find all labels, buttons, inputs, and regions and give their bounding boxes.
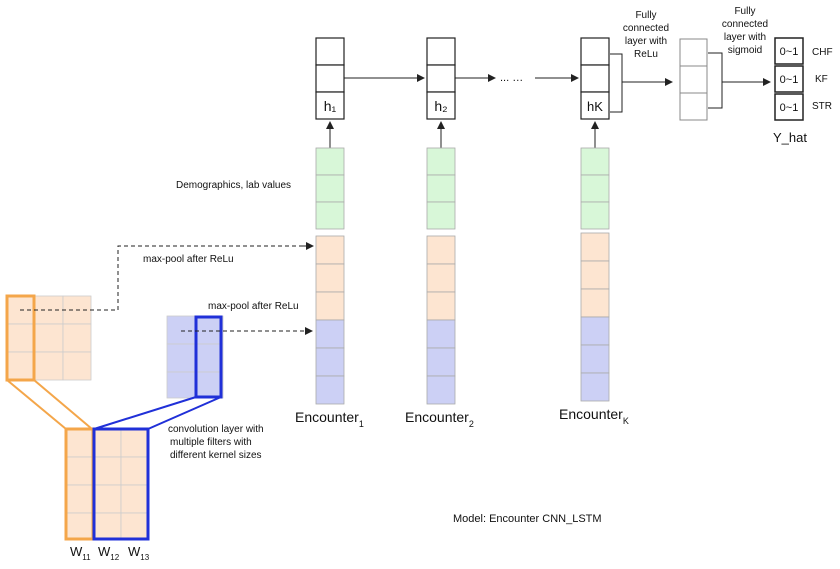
bracket-hk-to-fc [610,53,670,113]
hidden-state-hk: hK [587,99,603,114]
output-label-kf: KF [815,74,828,85]
lstm-cell-k: hK [580,37,610,120]
output-label-str: STR [812,101,832,112]
maxpool-label-top: max-pool after ReLu [143,254,234,265]
output-value-chf: 0~1 [780,46,799,58]
weight-w12-label: W12 [98,544,120,562]
conv-label-3: different kernel sizes [170,450,262,461]
output-value-str: 0~1 [780,102,799,114]
weight-w13-label: W13 [128,544,150,562]
hidden-state-h2: h₂ [434,98,447,114]
encounter-1-label: Encounter1 [295,409,364,429]
fc-sigmoid-label-4: sigmoid [728,45,762,56]
fc-sigmoid-label-3: layer with [724,32,766,43]
input-matrix [5,294,92,382]
demographics-label: Demographics, lab values [176,180,291,191]
fc-relu-label-4: ReLu [634,49,658,60]
output-label-chf: CHF [812,47,833,58]
bracket-fc-to-output [708,52,765,109]
conv-label-2: multiple filters with [170,437,252,448]
maxpool-arrow-top [20,245,310,311]
encounter-column-2 [426,147,456,405]
weight-matrices [64,427,150,541]
weight-w11-label: W11 [70,544,91,562]
lstm-cell-1: h₁ [315,37,345,120]
encounter-2-label: Encounter2 [405,409,474,429]
encounter-column-1 [315,147,345,405]
lstm-cell-2: h₂ [426,37,456,120]
fc-relu-label-3: layer with [625,36,667,47]
y-hat-label: Y_hat [773,130,807,145]
lstm-ellipsis: ... … [500,72,523,84]
fc-relu-label-2: connected [623,23,669,34]
conv-output-matrix [166,315,224,399]
output-layer: 0~1 0~1 0~1 CHF KF STR [774,37,833,121]
model-caption: Model: Encounter CNN_LSTM [453,513,602,525]
encounter-column-k [580,147,610,402]
fc-relu-label-1: Fully [635,10,656,21]
fc-sigmoid-label-1: Fully [734,6,755,17]
fc-relu-layer [679,38,708,121]
hidden-state-h1: h₁ [324,98,337,114]
encounter-k-label: EncounterK [559,406,629,426]
fc-sigmoid-label-2: connected [722,19,768,30]
output-value-kf: 0~1 [780,74,799,86]
maxpool-label-bottom: max-pool after ReLu [208,301,299,312]
conv-label-1: convolution layer with [168,424,264,435]
